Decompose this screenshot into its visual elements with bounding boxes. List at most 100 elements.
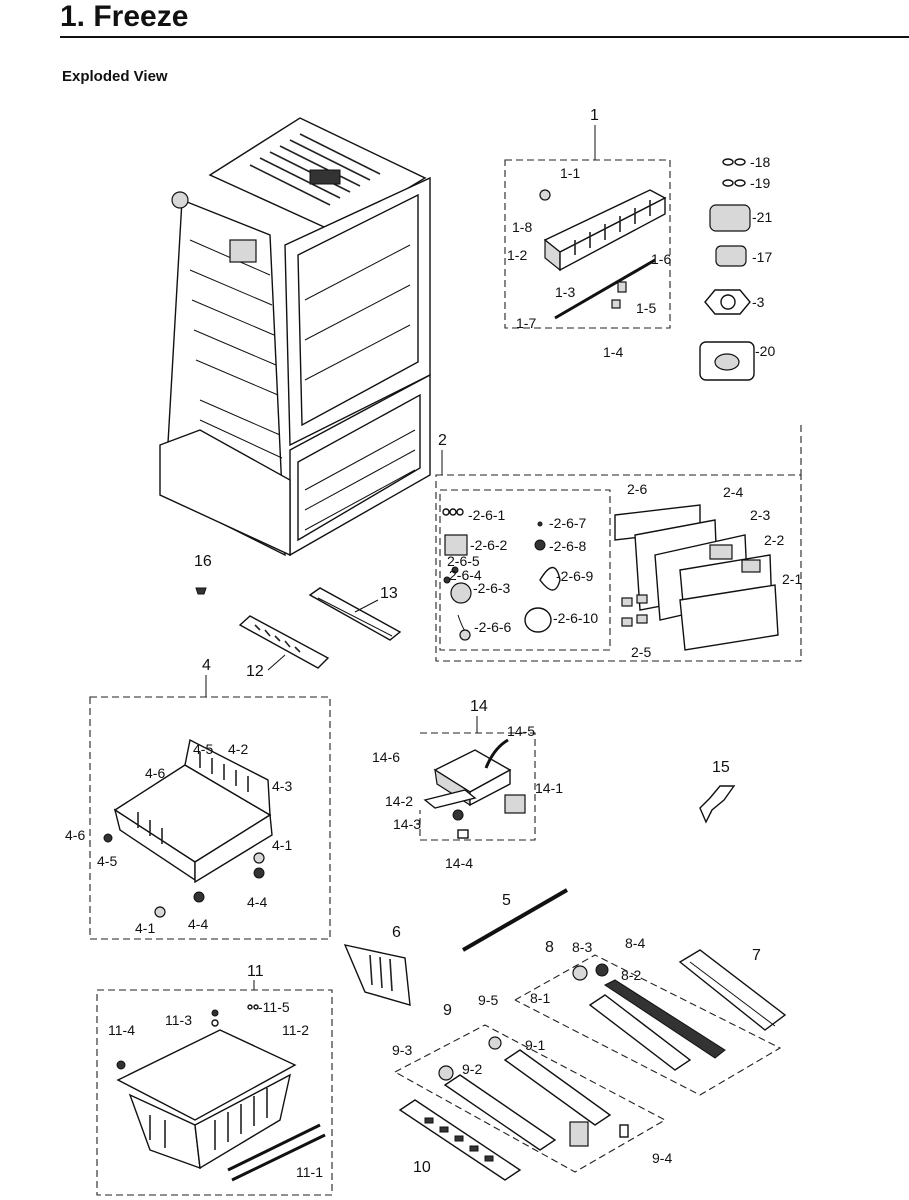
label-11-1: 11-1 <box>296 1164 323 1180</box>
page-title: 1. Freeze <box>60 0 189 33</box>
label-15: 15 <box>712 759 730 776</box>
rail-assembly-8 <box>572 963 726 1071</box>
label-9-4: 9-4 <box>652 1150 672 1166</box>
label-7: 7 <box>752 947 761 964</box>
label-2-6-8: -2-6-8 <box>549 538 587 554</box>
rail-8-1 <box>588 994 692 1071</box>
label-2-2: 2-2 <box>764 532 784 548</box>
label-2-6-9: -2-6-9 <box>556 568 594 584</box>
label-11-5: -11-5 <box>258 999 290 1015</box>
label-1-2: 1-2 <box>507 247 527 263</box>
label-11-3: 11-3 <box>165 1012 192 1028</box>
rail-7 <box>678 949 787 1031</box>
label-2-6-3: -2-6-3 <box>473 580 511 596</box>
label-2-6-2: -2-6-2 <box>470 537 508 553</box>
label-2-6-6: -2-6-6 <box>474 619 512 635</box>
rail-12 <box>238 615 330 669</box>
label-2-6-5: 2-6-5 <box>447 553 480 569</box>
label-4-6b: 4-6 <box>65 827 85 843</box>
label-2-6-1: -2-6-1 <box>468 507 506 523</box>
label-11-4: 11-4 <box>108 1022 135 1038</box>
label-14: 14 <box>470 698 488 715</box>
label-4-6a: 4-6 <box>145 765 165 781</box>
label-2-6-4: 2-6-4 <box>449 567 482 583</box>
rail-11-1a <box>227 1123 321 1172</box>
fan-cover-plates <box>614 504 779 651</box>
label-1-7: 1-7 <box>516 315 536 331</box>
ice-maker-14 <box>423 738 526 839</box>
fittings-column <box>699 158 755 381</box>
rail-assembly-9 <box>438 1036 629 1151</box>
rail-9-2 <box>443 1074 557 1151</box>
drawer-4 <box>103 738 273 918</box>
label-2-6: 2-6 <box>627 481 647 497</box>
cabinet-front-lower-inner <box>297 393 421 542</box>
label-2-4: 2-4 <box>723 484 743 500</box>
section-subtitle: Exploded View <box>62 68 168 85</box>
label-2-3: 2-3 <box>750 507 770 523</box>
label-9: 9 <box>443 1002 452 1019</box>
label-14-5: 14-5 <box>507 723 535 739</box>
cabinet-front-upper-inner <box>297 193 419 427</box>
label-1: 1 <box>590 107 599 124</box>
label-8-3: 8-3 <box>572 939 592 955</box>
label-6: 6 <box>392 924 401 941</box>
title-rule <box>60 36 909 38</box>
label-4: 4 <box>202 657 211 674</box>
evaporator-part <box>539 189 667 320</box>
label-14-6: 14-6 <box>372 749 400 765</box>
part-15 <box>699 785 736 824</box>
group-2-outline <box>435 474 802 662</box>
group-14-outline <box>419 732 536 841</box>
label-18: -18 <box>750 154 770 170</box>
label-14-2: 14-2 <box>385 793 413 809</box>
label-5: 5 <box>502 892 511 909</box>
ice-maker-module <box>504 794 526 814</box>
label-2-5: 2-5 <box>631 644 651 660</box>
fitting-21 <box>709 204 751 232</box>
label-1-5: 1-5 <box>636 300 656 316</box>
cabinet-base <box>159 429 291 557</box>
label-8: 8 <box>545 939 554 956</box>
label-19: -19 <box>750 175 770 191</box>
group-1-outline <box>504 159 671 329</box>
cabinet-top-vent <box>309 169 341 185</box>
label-1-1: 1-1 <box>560 165 580 181</box>
label-11-2: 11-2 <box>282 1022 309 1038</box>
label-3: -3 <box>752 294 765 310</box>
label-4-2: 4-2 <box>228 741 248 757</box>
rail-13 <box>308 587 402 641</box>
rail-9-1 <box>503 1049 612 1126</box>
label-8-1: 8-1 <box>530 990 550 1006</box>
label-9-3: 9-3 <box>392 1042 412 1058</box>
label-20: -20 <box>755 343 775 359</box>
rail-11-1b <box>231 1133 326 1182</box>
label-1-8: 1-8 <box>512 219 532 235</box>
part-16 <box>195 587 207 595</box>
drawer-back-wall <box>184 738 271 817</box>
group-8-outline <box>514 954 782 1096</box>
label-4-4b: 4-4 <box>188 916 208 932</box>
label-2-6-10: -2-6-10 <box>553 610 598 626</box>
fitting-17 <box>715 245 747 267</box>
plate-2-1 <box>679 584 779 651</box>
label-4-1b: 4-1 <box>135 920 155 936</box>
cabinet-assembly <box>159 117 431 557</box>
label-2-6-7: -2-6-7 <box>549 515 587 531</box>
label-1-4: 1-4 <box>603 344 623 360</box>
rail-8-2 <box>604 979 726 1059</box>
label-1-3: 1-3 <box>555 284 575 300</box>
label-4-4a: 4-4 <box>247 894 267 910</box>
label-16: 16 <box>194 553 212 570</box>
label-12: 12 <box>246 663 264 680</box>
label-2-1: 2-1 <box>782 571 802 587</box>
label-21: -21 <box>752 209 772 225</box>
group-9-outline <box>394 1024 667 1173</box>
label-10: 10 <box>413 1159 431 1176</box>
label-13: 13 <box>380 585 398 602</box>
basket-11 <box>116 1004 326 1182</box>
label-14-3: 14-3 <box>393 816 421 832</box>
label-2: 2 <box>438 432 447 449</box>
bin-6 <box>343 944 411 1006</box>
